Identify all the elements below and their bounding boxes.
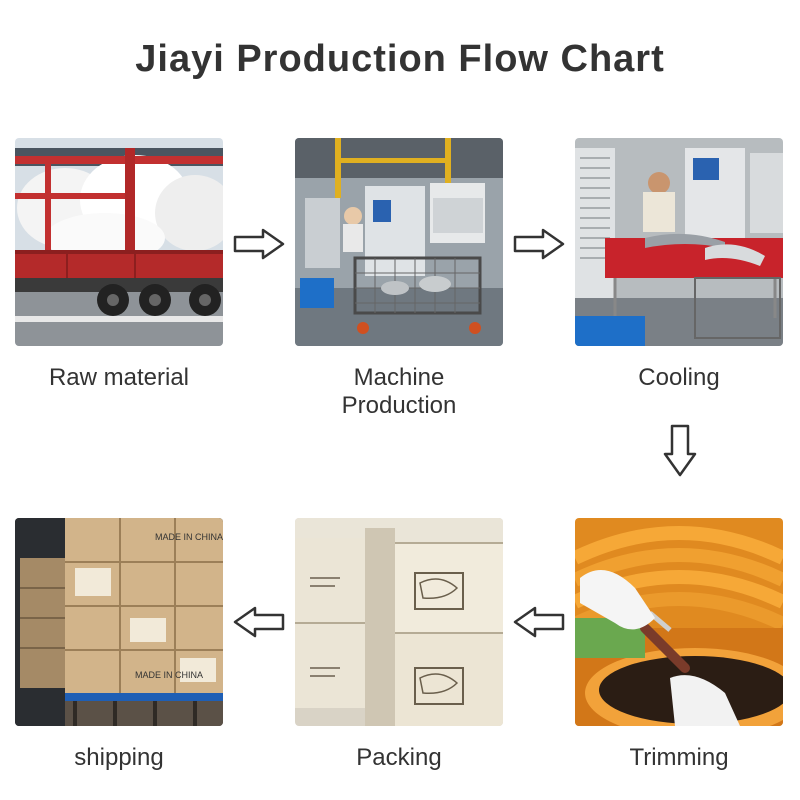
arrow-down-icon: [663, 424, 697, 477]
arrow-left-icon: [233, 606, 285, 638]
raw-material-photo: [15, 138, 223, 346]
step-label-packing: Packing: [356, 744, 442, 771]
trimming-photo: [575, 518, 783, 726]
arrow-right-icon: [233, 228, 285, 260]
cooling-photo: [575, 138, 783, 346]
step-label-shipping: shipping: [74, 744, 164, 771]
page-title: Jiayi Production Flow Chart: [135, 38, 665, 80]
packing-photo: [295, 518, 503, 726]
step-label-cooling: Cooling: [638, 364, 720, 391]
arrow-left-icon: [513, 606, 565, 638]
arrow-right-icon: [513, 228, 565, 260]
step-label-machine-production: Machine Production: [341, 364, 457, 419]
made-in-china-box-text: MADE IN CHINA: [155, 532, 223, 542]
machine-production-photo: [295, 138, 503, 346]
step-label-trimming: Trimming: [629, 744, 729, 771]
step-label-raw-material: Raw material: [48, 364, 190, 391]
made-in-china-box-text: MADE IN CHINA: [135, 670, 203, 680]
shipping-photo: MADE IN CHINA MADE IN CHINA: [15, 518, 223, 726]
